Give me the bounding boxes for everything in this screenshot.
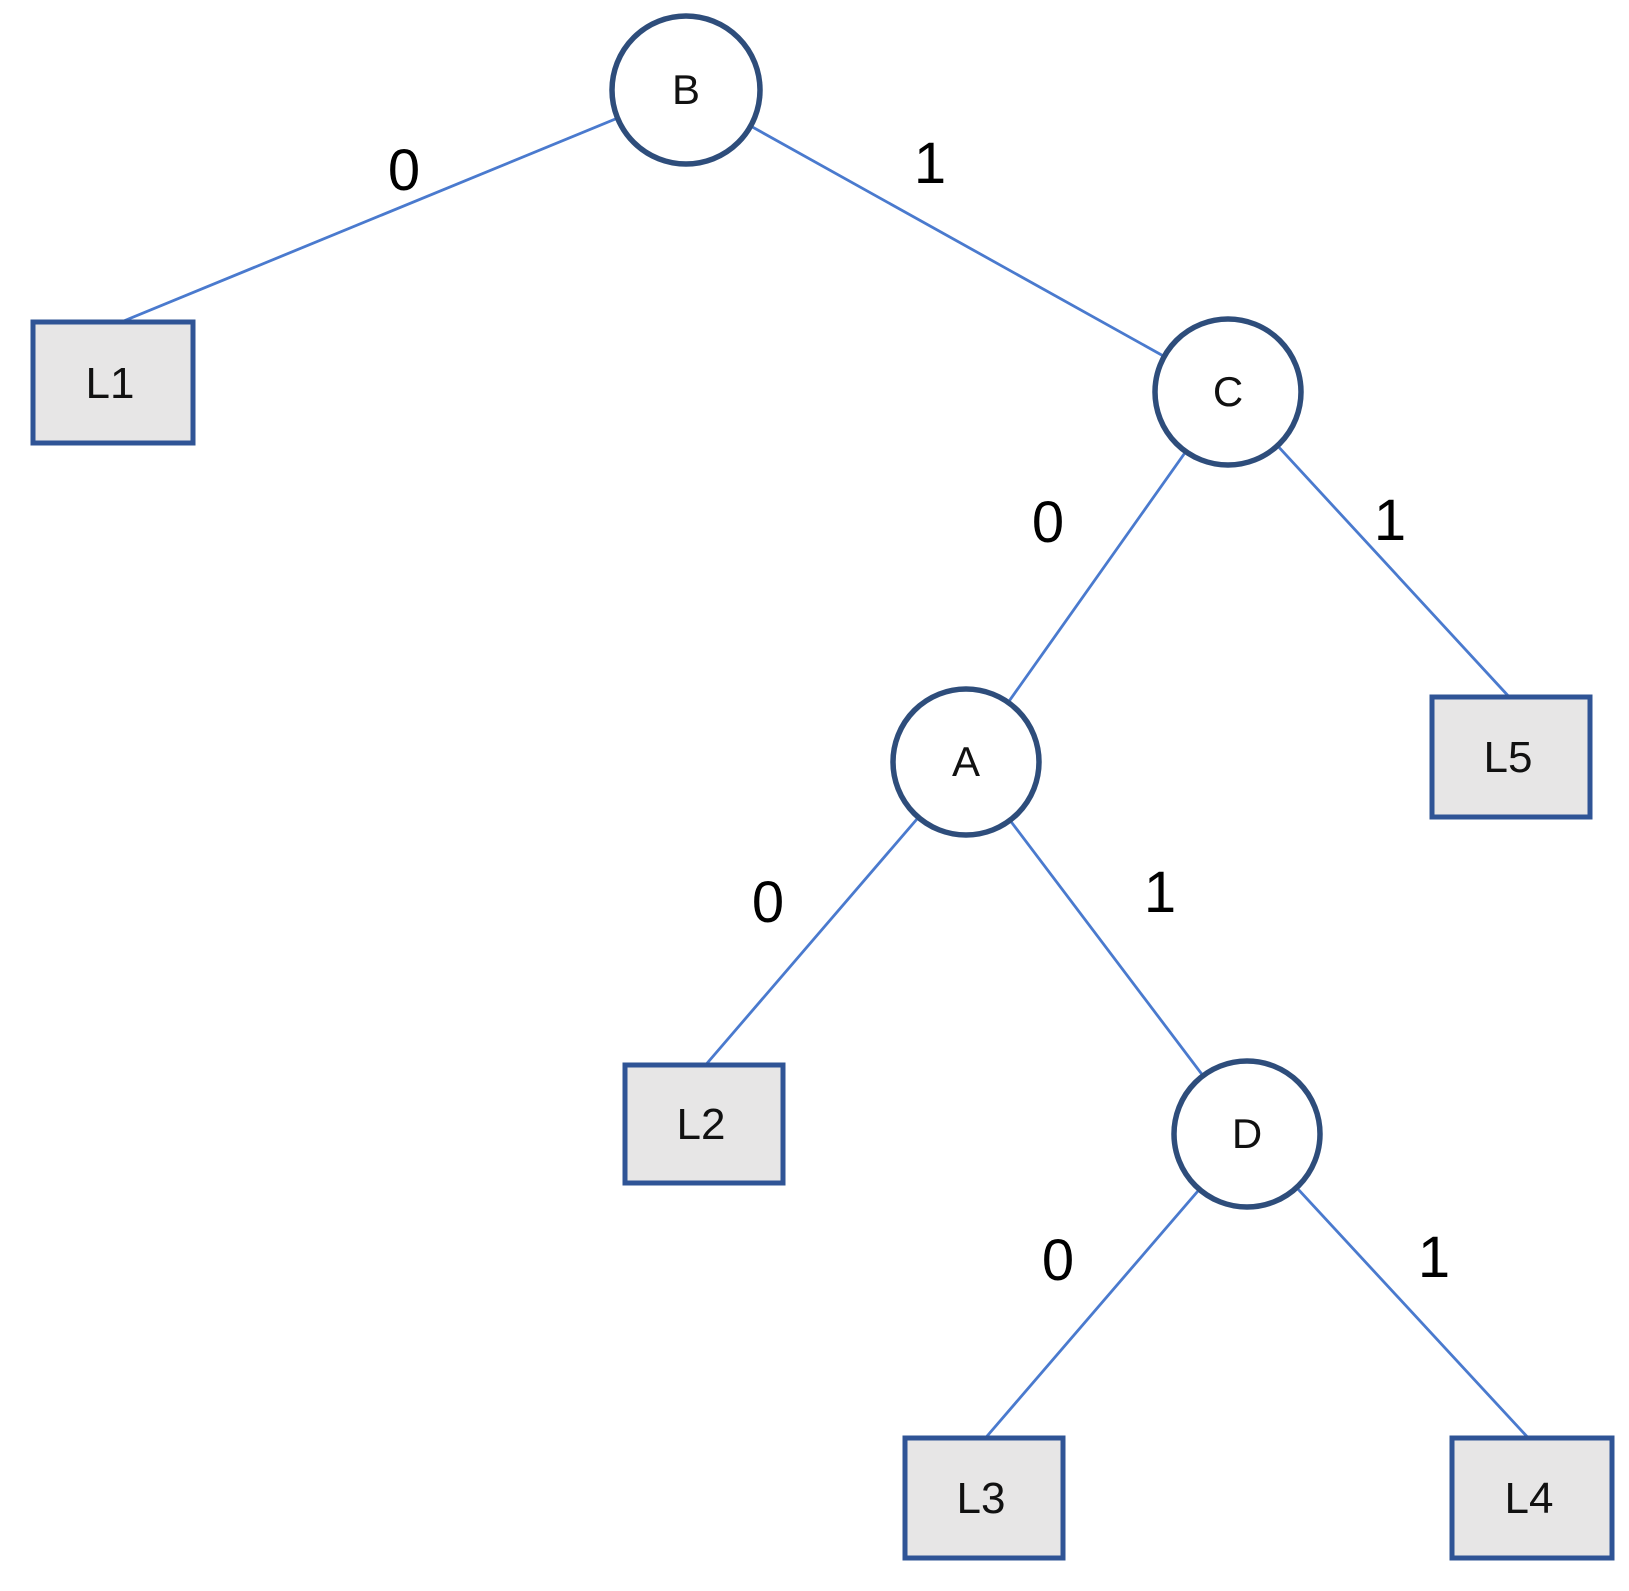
leaf-L2-label: L2 [677, 1100, 726, 1149]
edge-B-C [685, 88, 1229, 394]
node-A-circle [890, 686, 1042, 838]
leaf-L2: L2 [622, 1062, 786, 1186]
node-A-label: A [952, 738, 980, 785]
node-A: A [890, 686, 1042, 838]
node-D-circle [1171, 1058, 1323, 1210]
node-D-label: D [1232, 1110, 1262, 1157]
leaf-L2-rect [622, 1062, 786, 1186]
leaf-L4-rect [1449, 1435, 1615, 1561]
leaf-L3: L3 [902, 1435, 1066, 1561]
edge-label-D-L4: 1 [1418, 1225, 1450, 1290]
node-B-label: B [672, 66, 700, 113]
node-B-circle [609, 13, 763, 167]
leaf-L1-rect [30, 319, 196, 446]
leaf-node-group: L1 L5 L2 L3 L4 [30, 319, 1615, 1561]
leaf-L4-label: L4 [1505, 1474, 1554, 1523]
edge-label-B-L1: 0 [388, 138, 420, 203]
edge-label-A-D: 1 [1144, 860, 1176, 925]
edge-label-A-L2: 0 [752, 870, 784, 935]
node-C-circle [1152, 316, 1304, 468]
node-D: D [1171, 1058, 1323, 1210]
leaf-L5-rect [1429, 694, 1593, 820]
edge-label-C-A: 0 [1032, 490, 1064, 555]
leaf-L5-label: L5 [1484, 733, 1533, 782]
node-B: B [609, 13, 763, 167]
edge-group [113, 88, 1534, 1443]
edge-label-C-L5: 1 [1374, 488, 1406, 553]
node-C-label: C [1213, 368, 1243, 415]
leaf-L3-rect [902, 1435, 1066, 1561]
leaf-L4: L4 [1449, 1435, 1615, 1561]
leaf-L5: L5 [1429, 694, 1593, 820]
leaf-L3-label: L3 [957, 1474, 1006, 1523]
internal-node-group: B C A D [609, 13, 1323, 1210]
edge-A-D [964, 761, 1249, 1135]
edge-B-L1 [113, 88, 687, 327]
leaf-L1-label: L1 [86, 359, 135, 408]
edge-label-B-C: 1 [914, 131, 946, 196]
node-C: C [1152, 316, 1304, 468]
leaf-L1: L1 [30, 319, 196, 446]
edge-label-group: 0 1 0 1 0 1 0 1 [388, 131, 1450, 1293]
edge-label-D-L3: 0 [1042, 1228, 1074, 1293]
